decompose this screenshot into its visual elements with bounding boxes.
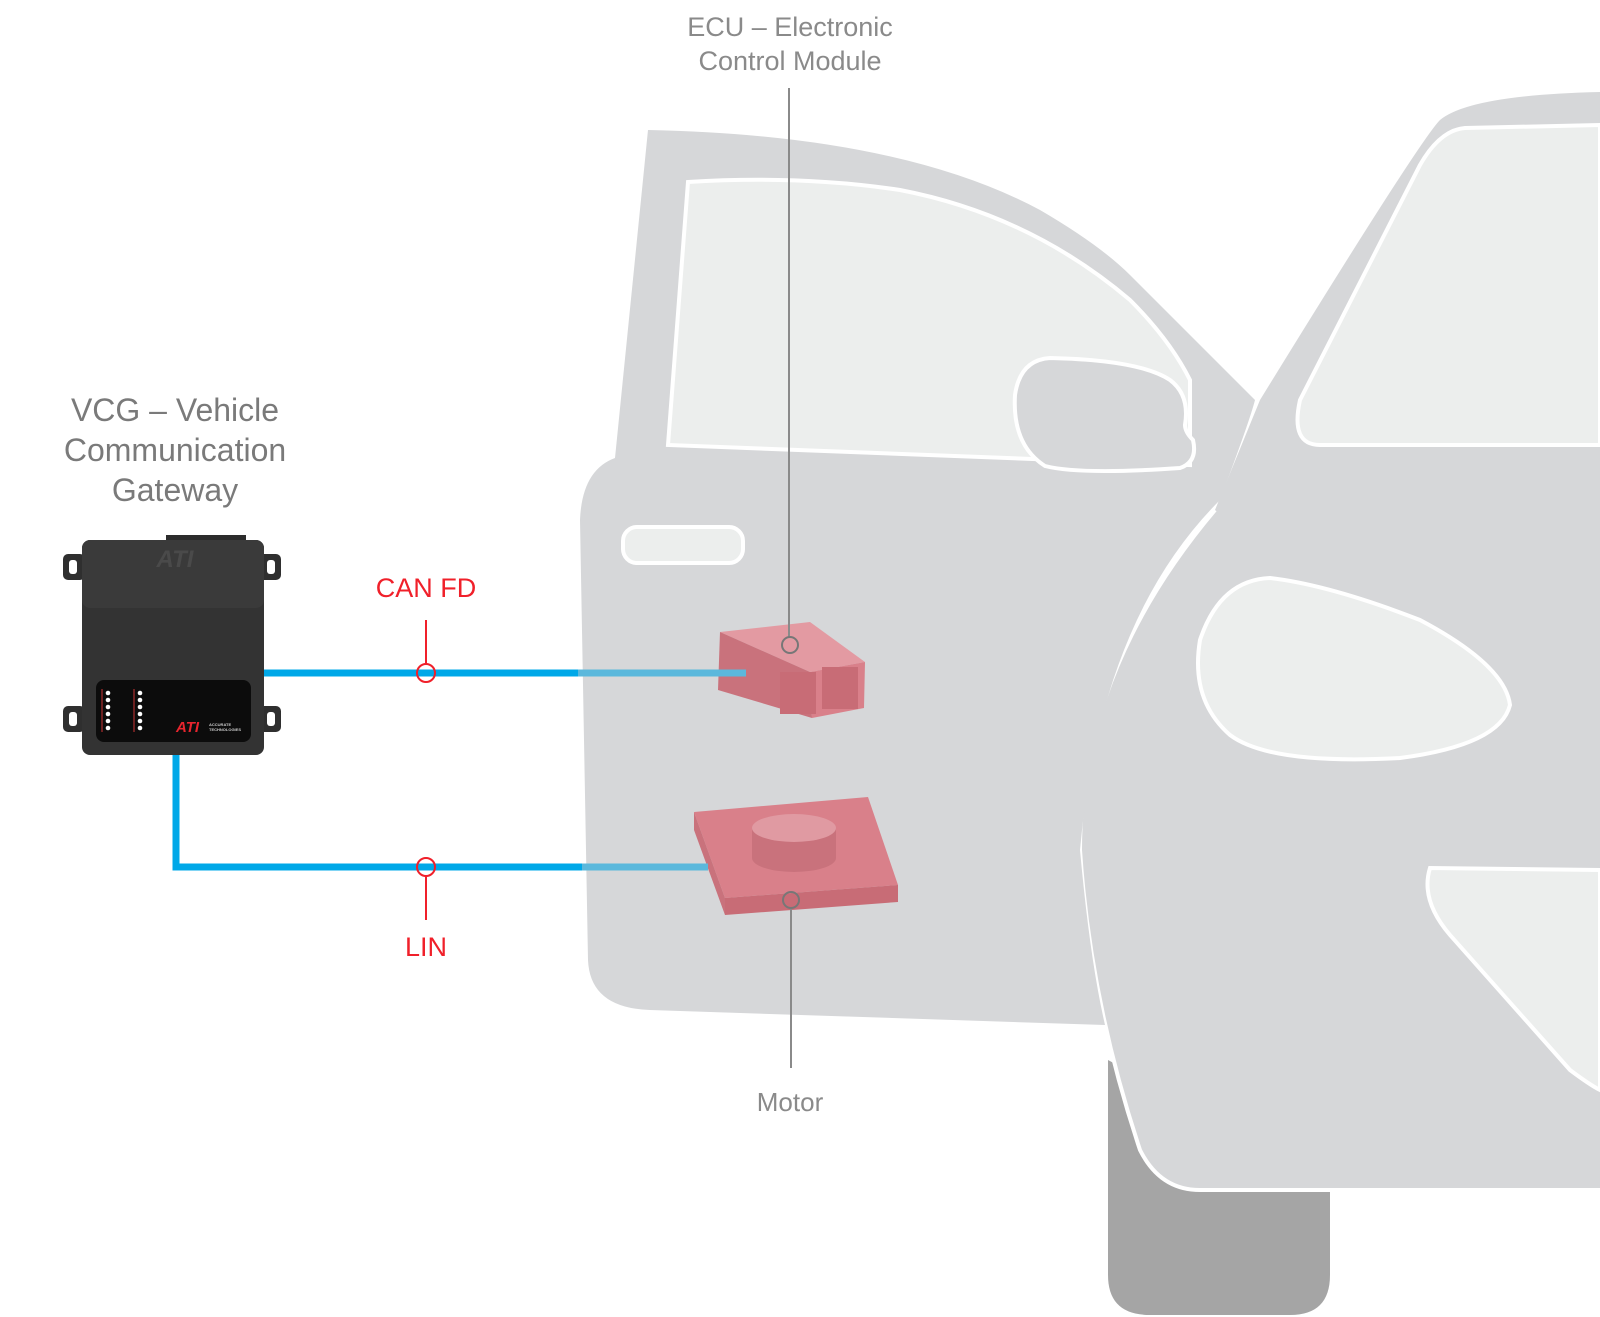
motor-marker bbox=[782, 891, 800, 909]
ecu-marker bbox=[781, 636, 799, 654]
car-windshield bbox=[1295, 122, 1600, 447]
vcg-logo-sub-line: ACCURATE bbox=[209, 722, 232, 727]
side-mirror bbox=[1012, 355, 1197, 474]
vcg-label-line: VCG – Vehicle bbox=[70, 392, 280, 428]
lin-bus-line bbox=[172, 752, 582, 871]
vcg-logo-sub: ACCURATE TECHNOLOGIES bbox=[209, 722, 241, 732]
lin-label: LIN bbox=[404, 932, 448, 962]
can-fd-marker bbox=[416, 663, 436, 683]
motor-component bbox=[694, 797, 898, 915]
vcg-logo-sub-line: TECHNOLOGIES bbox=[209, 727, 242, 732]
vcg-label-line: Gateway bbox=[111, 472, 239, 508]
motor-label: Motor bbox=[756, 1087, 824, 1117]
bumper-panel bbox=[1425, 865, 1600, 1093]
vcg-logo-front: ATI bbox=[176, 719, 200, 736]
vcg-device bbox=[63, 535, 281, 755]
ecu-label-line: Control Module bbox=[698, 46, 882, 76]
lin-marker bbox=[416, 857, 436, 877]
can-fd-label: CAN FD bbox=[375, 573, 477, 603]
vcg-label-line: Communication bbox=[63, 432, 287, 468]
door-handle bbox=[621, 525, 745, 565]
device-led-indicators bbox=[105, 690, 143, 731]
ecu-label-line: ECU – Electronic bbox=[687, 12, 893, 42]
ecu-label: ECU – Electronic Control Module bbox=[640, 10, 940, 78]
ecu-component bbox=[718, 622, 865, 718]
vcg-logo-top: ATI bbox=[156, 546, 194, 573]
device-indicator-panel bbox=[96, 680, 251, 742]
headlight bbox=[1196, 575, 1513, 762]
vcg-label: VCG – Vehicle Communication Gateway bbox=[30, 390, 320, 510]
